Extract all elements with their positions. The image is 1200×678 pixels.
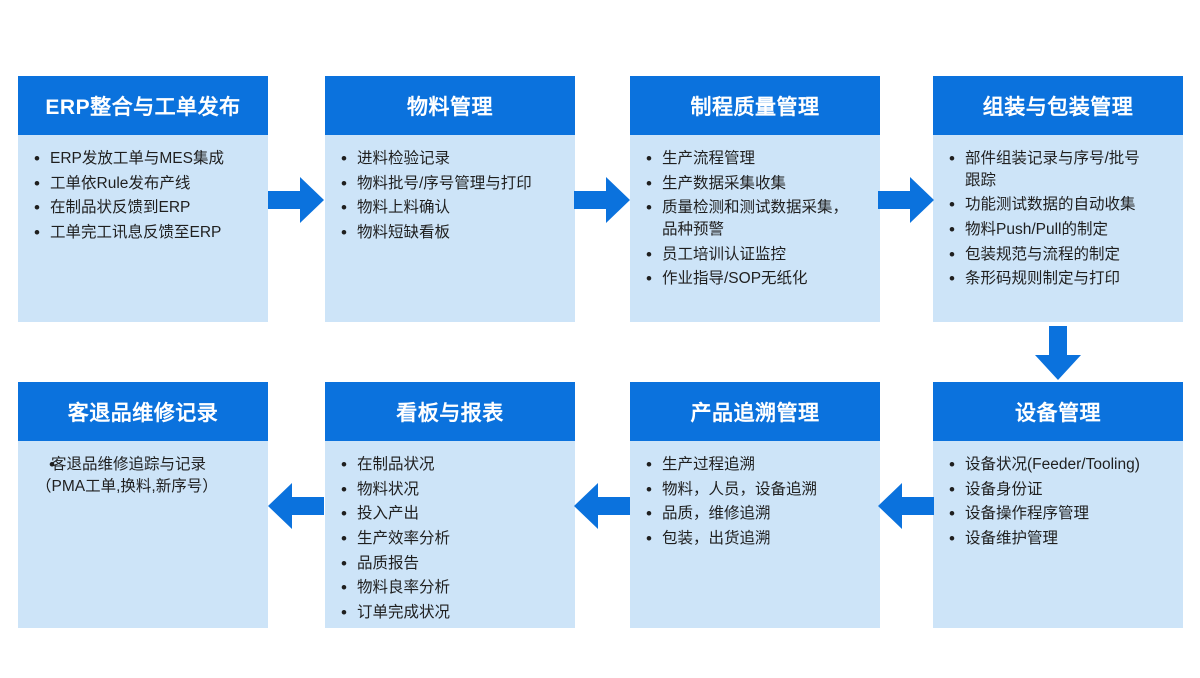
bullet-item: 包装规范与流程的制定 [943, 243, 1155, 266]
bullet-item: 生产数据采集收集 [640, 172, 852, 195]
bullet-item: 物料，人员，设备追溯 [640, 478, 852, 501]
bullet-item: 工单依Rule发布产线 [28, 172, 240, 195]
bullet-item: 功能测试数据的自动收集 [943, 193, 1155, 216]
card-erp-integration-title: ERP整合与工单发布 [18, 76, 268, 135]
bullet-item: ERP发放工单与MES集成 [28, 147, 240, 170]
bullet-item: 客退品维修追踪与记录（PMA工单,换料,新序号） [28, 453, 240, 497]
bullet-list: 部件组装记录与序号/批号跟踪 功能测试数据的自动收集 物料Push/Pull的制… [943, 147, 1155, 291]
bullet-item: 品质报告 [335, 552, 547, 575]
bullet-item: 设备状况(Feeder/Tooling) [943, 453, 1155, 476]
bullet-item: 投入产出 [335, 502, 547, 525]
bullet-item: 设备维护管理 [943, 527, 1155, 550]
card-assembly-packaging-title: 组装与包装管理 [933, 76, 1183, 135]
bullet-item: 包装，出货追溯 [640, 527, 852, 550]
bullet-list: ERP发放工单与MES集成 工单依Rule发布产线 在制品状反馈到ERP 工单完… [28, 147, 240, 245]
bullet-item: 条形码规则制定与打印 [943, 267, 1155, 290]
flow-arrow-right-quality-to-assembly-icon [878, 176, 934, 224]
card-material-management-body: 进料检验记录 物料批号/序号管理与打印 物料上料确认 物料短缺看板 [325, 135, 575, 322]
card-assembly-packaging-body: 部件组装记录与序号/批号跟踪 功能测试数据的自动收集 物料Push/Pull的制… [933, 135, 1183, 322]
bullet-item: 进料检验记录 [335, 147, 547, 170]
bullet-item: 物料状况 [335, 478, 547, 501]
bullet-item: 作业指导/SOP无纸化 [640, 267, 852, 290]
bullet-item: 生产过程追溯 [640, 453, 852, 476]
bullet-item: 在制品状反馈到ERP [28, 196, 240, 219]
card-material-management-title: 物料管理 [325, 76, 575, 135]
bullet-item: 设备操作程序管理 [943, 502, 1155, 525]
flow-arrow-right-erp-to-material-icon [268, 176, 324, 224]
bullet-list: 生产过程追溯 物料，人员，设备追溯 品质，维修追溯 包装，出货追溯 [640, 453, 852, 551]
bullet-item: 在制品状况 [335, 453, 547, 476]
card-customer-return-repair: 客退品维修记录 客退品维修追踪与记录（PMA工单,换料,新序号） [18, 382, 268, 628]
card-kanban-reports-body: 在制品状况 物料状况 投入产出 生产效率分析 品质报告 物料良率分析 订单完成状… [325, 441, 575, 628]
card-equipment-management: 设备管理 设备状况(Feeder/Tooling) 设备身份证 设备操作程序管理… [933, 382, 1183, 628]
card-erp-integration-body: ERP发放工单与MES集成 工单依Rule发布产线 在制品状反馈到ERP 工单完… [18, 135, 268, 322]
card-material-management: 物料管理 进料检验记录 物料批号/序号管理与打印 物料上料确认 物料短缺看板 [325, 76, 575, 322]
card-equipment-management-title: 设备管理 [933, 382, 1183, 441]
flow-arrow-right-material-to-quality-icon [574, 176, 630, 224]
card-product-traceability: 产品追溯管理 生产过程追溯 物料，人员，设备追溯 品质，维修追溯 包装，出货追溯 [630, 382, 880, 628]
bullet-item: 部件组装记录与序号/批号跟踪 [943, 147, 1155, 191]
bullet-item: 物料Push/Pull的制定 [943, 218, 1155, 241]
bullet-list: 进料检验记录 物料批号/序号管理与打印 物料上料确认 物料短缺看板 [335, 147, 547, 245]
card-customer-return-repair-body: 客退品维修追踪与记录（PMA工单,换料,新序号） [18, 441, 268, 628]
bullet-item: 质量检测和测试数据采集，品种预警 [640, 196, 852, 240]
card-kanban-reports: 看板与报表 在制品状况 物料状况 投入产出 生产效率分析 品质报告 物料良率分析… [325, 382, 575, 628]
bullet-item: 物料上料确认 [335, 196, 547, 219]
bullet-item: 员工培训认证监控 [640, 243, 852, 266]
bullet-list: 客退品维修追踪与记录（PMA工单,换料,新序号） [28, 453, 240, 497]
flow-arrow-left-equipment-to-traceability-icon [878, 482, 934, 530]
flow-arrow-down-assembly-to-equipment-icon [1034, 326, 1082, 380]
bullet-item: 生产流程管理 [640, 147, 852, 170]
bullet-item: 工单完工讯息反馈至ERP [28, 221, 240, 244]
bullet-item: 物料批号/序号管理与打印 [335, 172, 547, 195]
flow-arrow-left-traceability-to-kanban-icon [574, 482, 630, 530]
card-customer-return-repair-title: 客退品维修记录 [18, 382, 268, 441]
card-process-quality-body: 生产流程管理 生产数据采集收集 质量检测和测试数据采集，品种预警 员工培训认证监… [630, 135, 880, 322]
card-equipment-management-body: 设备状况(Feeder/Tooling) 设备身份证 设备操作程序管理 设备维护… [933, 441, 1183, 628]
bullet-list: 设备状况(Feeder/Tooling) 设备身份证 设备操作程序管理 设备维护… [943, 453, 1155, 551]
bullet-list: 生产流程管理 生产数据采集收集 质量检测和测试数据采集，品种预警 员工培训认证监… [640, 147, 852, 291]
card-product-traceability-title: 产品追溯管理 [630, 382, 880, 441]
card-process-quality-title: 制程质量管理 [630, 76, 880, 135]
bullet-item: 物料短缺看板 [335, 221, 547, 244]
bullet-item: 物料良率分析 [335, 576, 547, 599]
bullet-item: 订单完成状况 [335, 601, 547, 624]
bullet-item: 设备身份证 [943, 478, 1155, 501]
card-product-traceability-body: 生产过程追溯 物料，人员，设备追溯 品质，维修追溯 包装，出货追溯 [630, 441, 880, 628]
card-kanban-reports-title: 看板与报表 [325, 382, 575, 441]
card-assembly-packaging: 组装与包装管理 部件组装记录与序号/批号跟踪 功能测试数据的自动收集 物料Pus… [933, 76, 1183, 322]
flow-arrow-left-kanban-to-return-icon [268, 482, 324, 530]
bullet-list: 在制品状况 物料状况 投入产出 生产效率分析 品质报告 物料良率分析 订单完成状… [335, 453, 547, 625]
bullet-item: 生产效率分析 [335, 527, 547, 550]
bullet-item: 品质，维修追溯 [640, 502, 852, 525]
card-erp-integration: ERP整合与工单发布 ERP发放工单与MES集成 工单依Rule发布产线 在制品… [18, 76, 268, 322]
card-process-quality: 制程质量管理 生产流程管理 生产数据采集收集 质量检测和测试数据采集，品种预警 … [630, 76, 880, 322]
